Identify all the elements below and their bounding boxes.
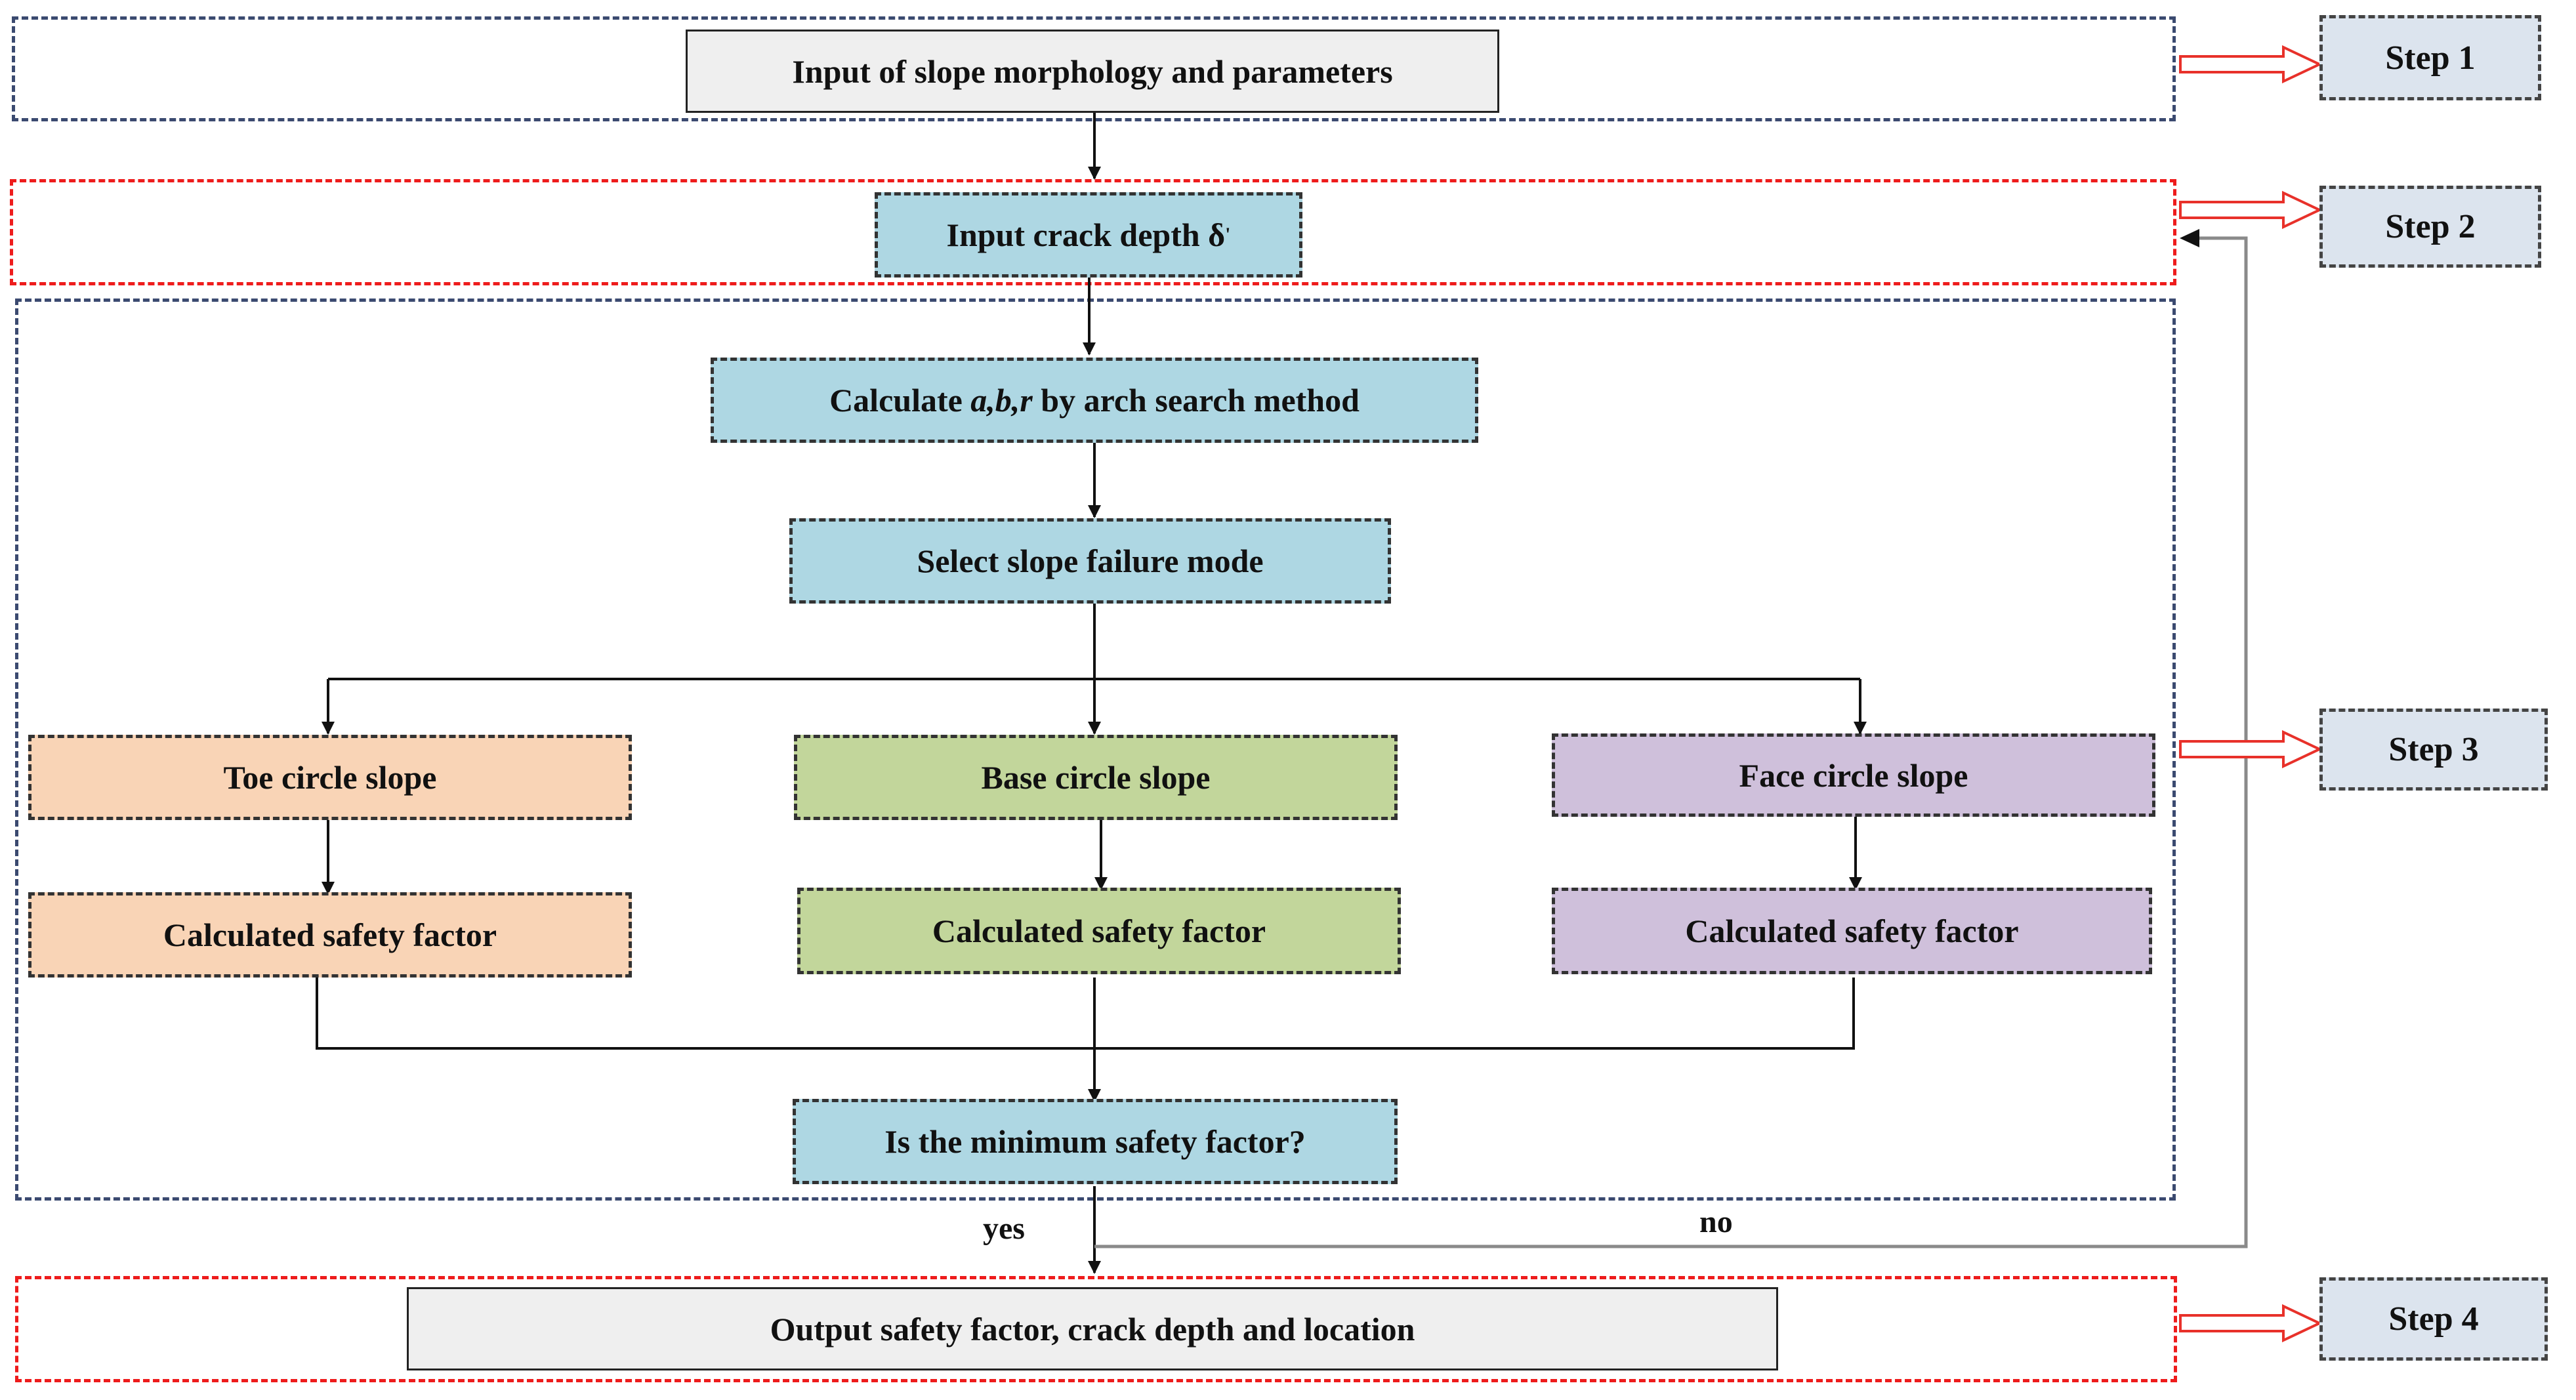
input-crack-node: Input crack depth δ' bbox=[875, 192, 1302, 278]
select-mode-label: Select slope failure mode bbox=[917, 543, 1264, 579]
toe-circle-label: Toe circle slope bbox=[223, 759, 437, 796]
face-safety-factor-node: Calculated safety factor bbox=[1552, 888, 2152, 974]
step4-hollow-arrow bbox=[2179, 1304, 2323, 1343]
no-label: no bbox=[1699, 1204, 1733, 1239]
toe-circle-node: Toe circle slope bbox=[28, 735, 632, 820]
face-safety-factor-label: Calculated safety factor bbox=[1685, 913, 2019, 949]
input-slope-node: Input of slope morphology and parameters bbox=[686, 30, 1499, 113]
is-minimum-node: Is the minimum safety factor? bbox=[793, 1099, 1398, 1184]
yes-label: yes bbox=[983, 1211, 1025, 1246]
input-slope-label: Input of slope morphology and parameters bbox=[792, 52, 1393, 90]
toe-safety-factor-node: Calculated safety factor bbox=[28, 892, 632, 978]
step2-box: Step 2 bbox=[2319, 186, 2541, 268]
face-circle-node: Face circle slope bbox=[1552, 733, 2155, 817]
output-label: Output safety factor, crack depth and lo… bbox=[770, 1310, 1415, 1348]
edge-no-loop-arrowhead bbox=[2180, 229, 2199, 247]
select-mode-node: Select slope failure mode bbox=[789, 518, 1391, 604]
base-circle-node: Base circle slope bbox=[794, 735, 1398, 820]
step4-box: Step 4 bbox=[2319, 1277, 2548, 1361]
step1-hollow-arrow bbox=[2179, 45, 2323, 84]
face-circle-label: Face circle slope bbox=[1739, 756, 1968, 794]
step3-box: Step 3 bbox=[2319, 709, 2548, 791]
step1-box: Step 1 bbox=[2319, 15, 2541, 100]
output-node: Output safety factor, crack depth and lo… bbox=[407, 1287, 1778, 1370]
step2-frame bbox=[10, 179, 2176, 285]
step4-frame bbox=[15, 1276, 2177, 1382]
base-safety-factor-node: Calculated safety factor bbox=[797, 888, 1401, 974]
input-crack-prime: ' bbox=[1225, 224, 1231, 245]
base-circle-label: Base circle slope bbox=[981, 759, 1211, 796]
edge-sf-join bbox=[316, 978, 1855, 1050]
input-crack-label: Input crack depth δ bbox=[946, 216, 1226, 253]
base-safety-factor-label: Calculated safety factor bbox=[932, 913, 1266, 949]
toe-safety-factor-label: Calculated safety factor bbox=[163, 916, 497, 953]
calc-prefix: Calculate bbox=[829, 382, 971, 419]
calc-abr-node: Calculate a,b,r by arch search method bbox=[711, 358, 1478, 443]
calc-vars: a,b,r bbox=[970, 382, 1033, 419]
step3-hollow-arrow bbox=[2179, 730, 2323, 769]
step2-hollow-arrow bbox=[2179, 190, 2323, 230]
is-minimum-label: Is the minimum safety factor? bbox=[884, 1123, 1306, 1160]
calc-suffix: by arch search method bbox=[1032, 382, 1360, 419]
